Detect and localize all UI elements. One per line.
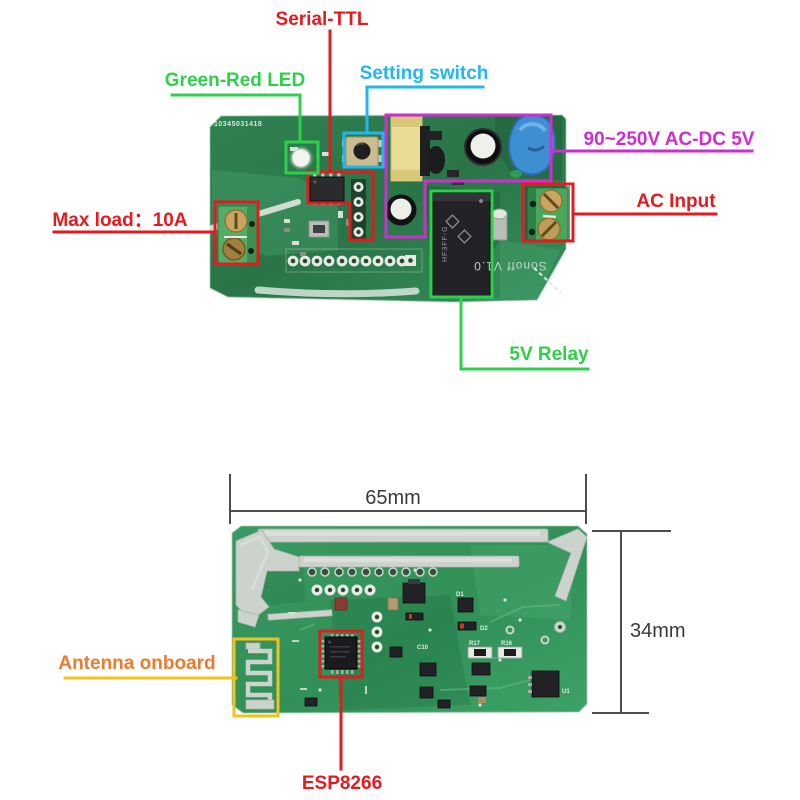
esp8266-label: ESP8266 (302, 773, 382, 794)
bottom-silkscreen-labels: D1 D2 R17 R16 C10 U1 (417, 592, 570, 695)
serial-ttl-box (306, 170, 375, 242)
serial-header (351, 179, 366, 239)
height-dimension: 34mm (592, 530, 686, 714)
setting-switch-leader-line (365, 85, 485, 134)
ac-input-box (521, 182, 575, 243)
green-red-led-label: Green-Red LED (165, 70, 305, 91)
transformer (390, 116, 430, 182)
ref-r17: R17 (469, 641, 481, 647)
relay-leader-line (459, 295, 590, 371)
pin-row-silk (285, 248, 423, 273)
smd-cluster (284, 147, 351, 256)
green-component (510, 170, 522, 178)
green-red-led-box (284, 140, 320, 175)
relay-box (429, 189, 494, 299)
setting-switch-box (342, 131, 385, 169)
pcb-top-view: 10345031418 (209, 113, 570, 303)
ref-c10: C10 (417, 645, 429, 651)
relay-component: HF3FF-G (432, 192, 491, 297)
esp8266-chip (321, 634, 361, 674)
width-dim-label: 65mm (365, 487, 421, 509)
relay-label: 5V Relay (509, 344, 589, 365)
board-model-marking: Sonoff V1.0 (473, 259, 547, 273)
bottom-annotations: 65mm 34mm Antenna onboard ESP8266 (58, 474, 686, 794)
green-red-led-leader-line (170, 93, 302, 143)
ref-r16: R16 (501, 641, 513, 647)
tactile-switch (342, 136, 382, 167)
pin-row (285, 248, 423, 273)
max-load-box (213, 200, 260, 266)
pcb-bottom-view: D1 D2 R17 R16 C10 U1 (231, 525, 588, 714)
metal-cylinder-component (491, 208, 508, 241)
bottom-components (288, 568, 560, 709)
serial-ttl-label: Serial-TTL (276, 9, 369, 30)
ref-d2: D2 (480, 626, 488, 632)
power-module-label: 90~250V AC-DC 5V (584, 129, 755, 150)
ac-input-terminal (525, 186, 570, 241)
tinned-traces (235, 528, 588, 633)
output-terminal (217, 205, 258, 264)
esp8266-box (318, 629, 364, 679)
serial-chip (309, 173, 345, 205)
antenna-label: Antenna onboard (58, 653, 215, 674)
power-module-box (384, 113, 553, 239)
width-dimension: 65mm (229, 474, 587, 524)
relay-part-marking: HF3FF-G (442, 225, 449, 262)
height-dim-label: 34mm (630, 620, 686, 642)
electrolytic-cap-small (385, 194, 417, 226)
ref-u1: U1 (562, 689, 570, 695)
silkscreen-dashes (533, 267, 562, 294)
top-annotations: Serial-TTL Green-Red LED Setting switch … (52, 9, 755, 371)
ac-input-label: AC Input (636, 191, 716, 212)
max-load-label: Max load：10A (52, 210, 187, 231)
varistor (508, 113, 556, 176)
ref-d1: D1 (456, 592, 464, 598)
through-hole-pads (307, 567, 438, 653)
board-serial-marking: 10345031418 (214, 121, 262, 128)
setting-switch-label: Setting switch (360, 63, 489, 84)
pcb-antenna (245, 642, 275, 710)
electrolytic-cap-large (464, 128, 502, 166)
antenna-box (232, 637, 280, 718)
silkscreen-streak (254, 286, 420, 298)
status-led (289, 146, 313, 170)
